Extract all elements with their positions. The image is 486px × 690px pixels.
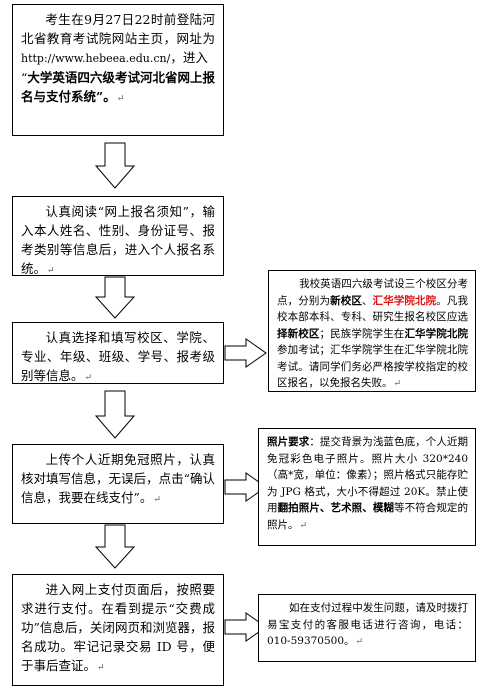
step-3-box: 认真选择和填写校区、学院、专业、年级、班级、学号、报考级别等信息。↵	[12, 322, 224, 384]
campus-new: 新校区	[330, 294, 362, 307]
step-5-box: 进入网上支付页面后，按照要求进行支付。在看到提示“交费成功”信息后，关闭网页和浏…	[12, 574, 224, 686]
down-arrow-1	[94, 142, 136, 189]
photo-forbidden: 翻拍照片、艺术照、模糊	[277, 502, 395, 514]
step-1-quote-close: ”。	[96, 89, 116, 104]
right-arrow-3	[224, 612, 267, 642]
photo-note-text-2: 等不符合规定的照片。	[267, 502, 469, 531]
photo-note-box: 照片要求：提交背景为浅蓝色底，个人近期免冠彩色电子照片。照片大小 320*240…	[258, 428, 476, 546]
step-1-text-2: ，进入	[170, 50, 208, 65]
photo-requirement-label: 照片要求	[267, 436, 310, 448]
help-note-box: 如在支付过程中发生问题，请及时拨打易宝支付的客服电话进行咨询，电话：010-59…	[258, 594, 476, 662]
step-2-box: 认真阅读“网上报名须知”，输入本人姓名、性别、身份证号、报考类别等信息后，进入个…	[12, 196, 224, 276]
help-note-text: 如在支付过程中发生问题，请及时拨打易宝支付的客服电话进行咨询，电话：010-59…	[267, 602, 468, 647]
return-mark: ↵	[84, 373, 93, 383]
step-1-text: 考生在9月27日22时前登陆河北省教育考试院网站主页，网址为	[21, 12, 215, 46]
campus-note-text: 我校英语四六级考试设三个校区分考点，分别为	[277, 278, 468, 307]
step-1-quote-open: “	[21, 70, 28, 85]
return-mark: ↵	[299, 520, 308, 531]
return-mark: ↵	[355, 637, 364, 647]
campus-sep: 、	[361, 294, 373, 307]
return-mark: ↵	[47, 266, 55, 276]
return-mark: ↵	[97, 663, 105, 673]
step-5-text: 进入网上支付页面后，按照要求进行支付。在看到提示“交费成功”信息后，关闭网页和浏…	[21, 582, 215, 673]
down-arrow-4	[94, 524, 136, 569]
right-arrow-2	[224, 472, 267, 502]
step-1-system-name: 大学英语四六级考试河北省网上报名与支付系统	[21, 70, 215, 104]
step-1-url: http://www.hebeea.edu.cn/	[21, 52, 171, 65]
step-4-box: 上传个人近期免冠照片，认真核对填写信息，无误后，点击“确认信息，我要在线支付”。…	[12, 444, 224, 524]
down-arrow-2	[94, 276, 136, 319]
step-3-text: 认真选择和填写校区、学院、专业、年级、班级、学号、报考级别等信息。	[21, 330, 215, 383]
step-1-box: 考生在9月27日22时前登陆河北省教育考试院网站主页，网址为 http://www…	[12, 4, 224, 136]
campus-note-text-4: 参加考试；汇华学院学生在汇华学院北院考试。请同学们务必严格按学校指定的校区报名，…	[277, 344, 468, 389]
return-mark: ↵	[116, 94, 125, 104]
down-arrow-3	[94, 390, 136, 439]
step-4-text: 上传个人近期免冠照片，认真核对填写信息，无误后，点击“确认信息，我要在线支付”。	[21, 452, 215, 505]
photo-note-text: ：提交背景为浅蓝色底，个人近期免冠彩色电子照片。照片大小 320*240（高*宽…	[267, 436, 469, 514]
right-arrow-1	[224, 338, 267, 368]
campus-note-box: 我校英语四六级考试设三个校区分考点，分别为新校区、汇华学院北院。凡我校本部本科、…	[268, 270, 476, 392]
campus-huihua-north: 汇华学院北院	[372, 294, 437, 307]
return-mark: ↵	[153, 495, 161, 505]
return-mark: ↵	[393, 379, 402, 389]
step-2-text: 认真阅读“网上报名须知”，输入本人姓名、性别、身份证号、报考类别等信息后，进入个…	[21, 204, 215, 276]
campus-note-text-3: ；民族学院学生在	[319, 327, 405, 340]
campus-huihua-north-2: 汇华学院北院	[404, 327, 469, 340]
campus-note-text-2: 。凡我校本部本科、专科、研究生报名校区应选	[277, 294, 469, 324]
campus-select-new: 择新校区	[277, 327, 320, 340]
